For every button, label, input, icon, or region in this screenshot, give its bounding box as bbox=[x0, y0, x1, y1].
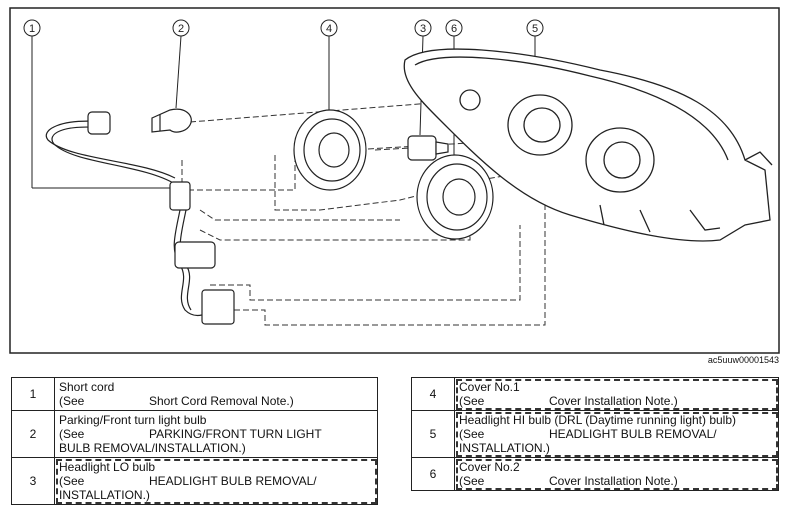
part-name: Headlight HI bulb (DRL (Daytime running … bbox=[459, 413, 737, 427]
part-description: Parking/Front turn light bulb (See PARKIN… bbox=[54, 410, 378, 458]
part-description: Short cord (See Short Cord Removal Note.) bbox=[54, 377, 378, 411]
table-row: 2 Parking/Front turn light bulb (See PARK… bbox=[11, 410, 378, 458]
part-description: Cover No.1 (See Cover Installation Note.) bbox=[454, 377, 779, 411]
table-row: 1 Short cord (See Short Cord Removal Note… bbox=[11, 377, 378, 411]
short-cord bbox=[45, 111, 235, 325]
cover-no1 bbox=[293, 109, 367, 191]
callout-6-label: 6 bbox=[451, 23, 457, 35]
reference-link-cont[interactable]: INSTALLATION.) bbox=[59, 488, 150, 502]
reference-link[interactable]: HEADLIGHT BULB REMOVAL/ bbox=[549, 427, 717, 441]
part-number: 2 bbox=[11, 410, 55, 458]
part-description: Headlight HI bulb (DRL (Daytime running … bbox=[454, 410, 779, 458]
headlight-housing bbox=[403, 48, 773, 242]
part-name: Headlight LO bulb bbox=[59, 460, 156, 474]
part-number: 6 bbox=[411, 457, 455, 491]
table-row: 4 Cover No.1 (See Cover Installation Note… bbox=[411, 377, 779, 411]
callout-2: 2 bbox=[172, 19, 190, 109]
reference-link-cont[interactable]: INSTALLATION.) bbox=[459, 441, 550, 455]
callout-1: 1 bbox=[23, 19, 190, 189]
parts-table-left: 1 Short cord (See Short Cord Removal Note… bbox=[11, 377, 378, 505]
table-row: 6 Cover No.2 (See Cover Installation Note… bbox=[411, 457, 779, 491]
part-number: 1 bbox=[11, 377, 55, 411]
reference-link[interactable]: Short Cord Removal Note.) bbox=[149, 394, 294, 408]
reference-link[interactable]: PARKING/FRONT TURN LIGHT bbox=[149, 427, 322, 441]
reference-link[interactable]: Cover Installation Note.) bbox=[549, 394, 678, 408]
cover-no2 bbox=[416, 154, 494, 240]
reference-link[interactable]: HEADLIGHT BULB REMOVAL/ bbox=[149, 474, 317, 488]
callout-3-label: 3 bbox=[420, 23, 426, 35]
parking-bulb bbox=[151, 108, 192, 133]
part-number: 4 bbox=[411, 377, 455, 411]
callout-2-label: 2 bbox=[178, 23, 184, 35]
see-prefix: (See bbox=[459, 474, 485, 488]
part-description: Cover No.2 (See Cover Installation Note.) bbox=[454, 457, 779, 491]
callout-4: 4 bbox=[320, 19, 338, 112]
part-number: 3 bbox=[11, 457, 55, 505]
part-description: Headlight LO bulb (See HEADLIGHT BULB REM… bbox=[54, 457, 378, 505]
callout-5-label: 5 bbox=[532, 23, 538, 35]
see-prefix: (See bbox=[459, 394, 485, 408]
see-prefix: (See bbox=[59, 394, 85, 408]
see-prefix: (See bbox=[59, 427, 85, 441]
reference-link[interactable]: Cover Installation Note.) bbox=[549, 474, 678, 488]
table-row: 3 Headlight LO bulb (See HEADLIGHT BULB R… bbox=[11, 457, 378, 505]
callout-4-label: 4 bbox=[326, 23, 332, 35]
lo-bulb bbox=[407, 135, 449, 161]
part-name: Cover No.2 bbox=[459, 460, 520, 474]
part-name: Short cord bbox=[59, 380, 115, 394]
callout-1-label: 1 bbox=[29, 23, 35, 35]
diagram-frame bbox=[9, 7, 780, 354]
headlight-exploded-diagram: 1 2 3 6 4 5 bbox=[9, 7, 780, 354]
image-code: ac5uuw00001543 bbox=[707, 355, 779, 365]
part-name: Parking/Front turn light bulb bbox=[59, 413, 207, 427]
reference-link-cont[interactable]: BULB REMOVAL/INSTALLATION.) bbox=[59, 441, 246, 455]
see-prefix: (See bbox=[459, 427, 485, 441]
part-name: Cover No.1 bbox=[459, 380, 520, 394]
table-row: 5 Headlight HI bulb (DRL (Daytime runnin… bbox=[411, 410, 779, 458]
part-number: 5 bbox=[411, 410, 455, 458]
see-prefix: (See bbox=[59, 474, 85, 488]
